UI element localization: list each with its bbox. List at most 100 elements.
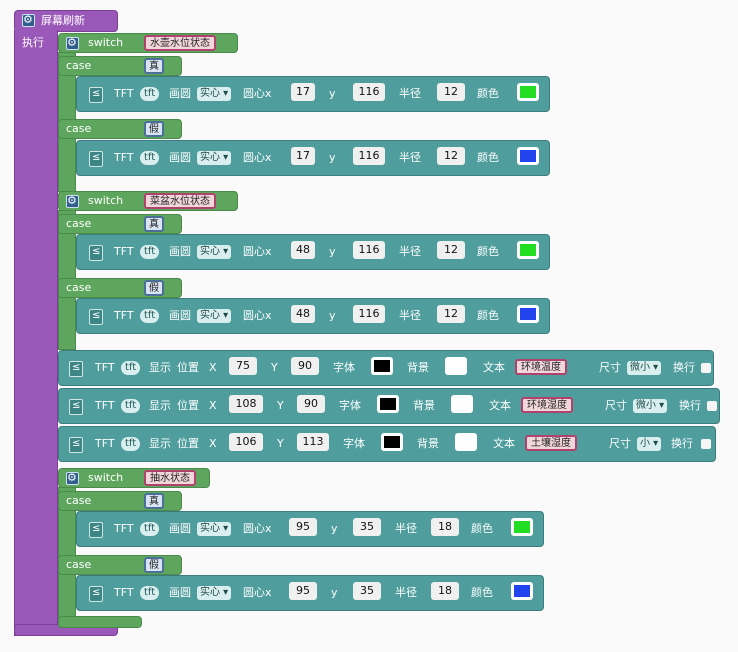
center-x-label: 圆心x xyxy=(243,522,272,535)
radius-input[interactable]: 12 xyxy=(437,83,465,101)
tft-object[interactable]: tft xyxy=(121,437,141,451)
case-value-true[interactable]: 真 xyxy=(144,493,164,509)
gear-icon[interactable] xyxy=(66,194,79,208)
background-color-swatch[interactable] xyxy=(445,357,467,375)
tft-circle-block[interactable]: TFT tft 画圆 实心 ▾ 圆心x 95 y 35 半径 18 颜色 xyxy=(76,575,544,611)
center-y-input[interactable]: 35 xyxy=(353,518,381,536)
switch-variable[interactable]: 抽水状态 xyxy=(144,470,196,486)
radius-label: 半径 xyxy=(395,522,417,535)
position-label: 位置 xyxy=(177,399,199,412)
switch-variable[interactable]: 水壶水位状态 xyxy=(144,35,216,51)
text-variable[interactable]: 环境温度 xyxy=(515,359,567,375)
y-input[interactable]: 113 xyxy=(297,433,329,451)
font-color-swatch[interactable] xyxy=(381,433,403,451)
x-input[interactable]: 108 xyxy=(229,395,263,413)
size-dropdown[interactable]: 微小 ▾ xyxy=(633,399,668,413)
center-y-input[interactable]: 35 xyxy=(353,582,381,600)
newline-checkbox[interactable] xyxy=(701,439,711,449)
x-label: X xyxy=(209,437,217,450)
tft-icon xyxy=(89,245,103,261)
switch-keyword: switch xyxy=(88,194,124,207)
radius-input[interactable]: 12 xyxy=(437,147,465,165)
case-value-false[interactable]: 假 xyxy=(144,280,164,296)
text-variable[interactable]: 土壤湿度 xyxy=(525,435,577,451)
x-input[interactable]: 75 xyxy=(229,357,257,375)
radius-input[interactable]: 12 xyxy=(437,241,465,259)
color-label: 颜色 xyxy=(477,151,499,164)
case-value-false[interactable]: 假 xyxy=(144,121,164,137)
color-swatch[interactable] xyxy=(511,518,533,536)
color-swatch[interactable] xyxy=(517,83,539,101)
tft-circle-block[interactable]: TFT tft 画圆 实心 ▾ 圆心x 48 y 116 半径 12 颜色 xyxy=(76,298,550,334)
center-x-label: 圆心x xyxy=(243,151,272,164)
background-label: 背景 xyxy=(407,361,429,374)
position-label: 位置 xyxy=(177,437,199,450)
tft-circle-block[interactable]: TFT tft 画圆 实心 ▾ 圆心x 17 y 116 半径 12 颜色 xyxy=(76,76,550,112)
tft-circle-block[interactable]: TFT tft 画圆 实心 ▾ 圆心x 48 y 116 半径 12 颜色 xyxy=(76,234,550,270)
fill-mode-dropdown[interactable]: 实心 ▾ xyxy=(197,309,232,323)
fill-mode-dropdown[interactable]: 实心 ▾ xyxy=(197,522,232,536)
radius-label: 半径 xyxy=(399,151,421,164)
tft-object[interactable]: tft xyxy=(140,586,160,600)
x-label: X xyxy=(209,361,217,374)
font-label: 字体 xyxy=(339,399,361,412)
gear-icon[interactable] xyxy=(66,36,79,50)
background-color-swatch[interactable] xyxy=(451,395,473,413)
background-color-swatch[interactable] xyxy=(455,433,477,451)
radius-label: 半径 xyxy=(399,87,421,100)
y-label: Y xyxy=(271,361,278,374)
center-x-input[interactable]: 95 xyxy=(289,582,317,600)
radius-label: 半径 xyxy=(395,586,417,599)
center-y-input[interactable]: 116 xyxy=(353,147,385,165)
center-x-input[interactable]: 48 xyxy=(291,305,315,323)
fill-mode-dropdown[interactable]: 实心 ▾ xyxy=(197,87,232,101)
tft-object[interactable]: tft xyxy=(140,245,160,259)
radius-input[interactable]: 18 xyxy=(431,518,459,536)
tft-object[interactable]: tft xyxy=(140,87,160,101)
gear-icon[interactable] xyxy=(66,471,79,485)
center-x-input[interactable]: 95 xyxy=(289,518,317,536)
tft-text-block[interactable]: TFT tft 显示 位置 X 75 Y 90 字体 背景 文本 环境温度 尺寸… xyxy=(58,350,714,386)
tft-object[interactable]: tft xyxy=(140,151,160,165)
fill-mode-dropdown[interactable]: 实心 ▾ xyxy=(197,245,232,259)
radius-input[interactable]: 18 xyxy=(431,582,459,600)
switch-variable[interactable]: 菜盆水位状态 xyxy=(144,193,216,209)
tft-object[interactable]: tft xyxy=(121,399,141,413)
center-x-input[interactable]: 17 xyxy=(291,83,315,101)
color-swatch[interactable] xyxy=(517,305,539,323)
case-value-false[interactable]: 假 xyxy=(144,557,164,573)
case-value-true[interactable]: 真 xyxy=(144,216,164,232)
gear-icon[interactable] xyxy=(22,13,35,27)
newline-checkbox[interactable] xyxy=(707,401,717,411)
tft-circle-block[interactable]: TFT tft 画圆 实心 ▾ 圆心x 17 y 116 半径 12 颜色 xyxy=(76,140,550,176)
tft-object[interactable]: tft xyxy=(121,361,141,375)
case-value-true[interactable]: 真 xyxy=(144,58,164,74)
fill-mode-dropdown[interactable]: 实心 ▾ xyxy=(197,151,232,165)
center-y-input[interactable]: 116 xyxy=(353,241,385,259)
center-y-input[interactable]: 116 xyxy=(353,305,385,323)
radius-input[interactable]: 12 xyxy=(437,305,465,323)
tft-circle-block[interactable]: TFT tft 画圆 实心 ▾ 圆心x 95 y 35 半径 18 颜色 xyxy=(76,511,544,547)
color-swatch[interactable] xyxy=(511,582,533,600)
center-x-input[interactable]: 48 xyxy=(291,241,315,259)
tft-text-block[interactable]: TFT tft 显示 位置 X 108 Y 90 字体 背景 文本 环境湿度 尺… xyxy=(58,388,720,424)
y-input[interactable]: 90 xyxy=(297,395,325,413)
color-swatch[interactable] xyxy=(517,241,539,259)
tft-object[interactable]: tft xyxy=(140,522,160,536)
color-swatch[interactable] xyxy=(517,147,539,165)
screen-refresh-block[interactable] xyxy=(14,10,118,32)
font-color-swatch[interactable] xyxy=(377,395,399,413)
center-x-input[interactable]: 17 xyxy=(291,147,315,165)
size-dropdown[interactable]: 小 ▾ xyxy=(637,437,662,451)
text-label: 文本 xyxy=(489,399,511,412)
font-color-swatch[interactable] xyxy=(371,357,393,375)
x-input[interactable]: 106 xyxy=(229,433,263,451)
center-y-input[interactable]: 116 xyxy=(353,83,385,101)
size-dropdown[interactable]: 微小 ▾ xyxy=(627,361,662,375)
fill-mode-dropdown[interactable]: 实心 ▾ xyxy=(197,586,232,600)
y-input[interactable]: 90 xyxy=(291,357,319,375)
text-variable[interactable]: 环境湿度 xyxy=(521,397,573,413)
tft-text-block[interactable]: TFT tft 显示 位置 X 106 Y 113 字体 背景 文本 土壤湿度 … xyxy=(58,426,716,462)
tft-object[interactable]: tft xyxy=(140,309,160,323)
newline-checkbox[interactable] xyxy=(701,363,711,373)
